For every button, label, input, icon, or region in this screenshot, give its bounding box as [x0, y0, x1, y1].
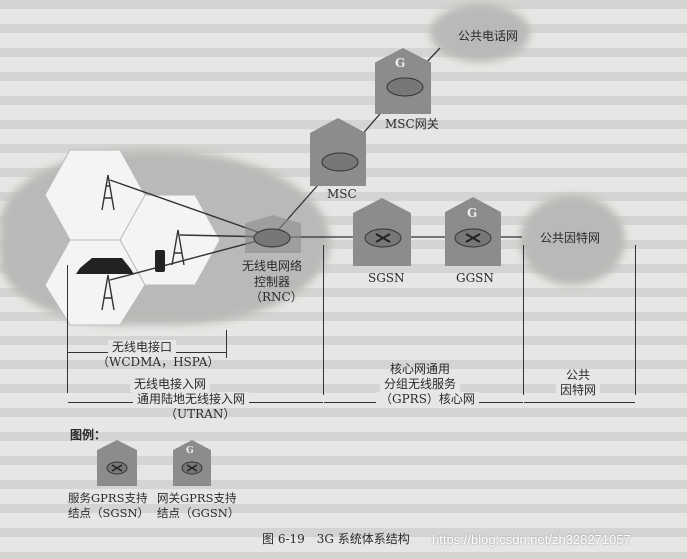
legend-sgsn-2: 结点（SGSN） [68, 506, 150, 520]
boundary-line [635, 245, 636, 395]
rnc-label-1: 无线电网络 [242, 259, 303, 273]
legend-ggsn-1: 网关GPRS支持 [157, 491, 237, 505]
rnc-label-2: 控制器 [254, 275, 291, 289]
legend-sgsn-1: 服务GPRS支持 [68, 491, 148, 505]
boundary-line [523, 245, 524, 395]
pstn-cloud [430, 4, 530, 62]
boundary-line [226, 330, 227, 358]
utran-label-3: （UTRAN） [165, 407, 236, 421]
ggsn-label: GGSN [456, 271, 494, 285]
gateway-badge: G [186, 446, 194, 456]
core-label-2: 分组无线服务 [380, 377, 461, 392]
utran-label-2: 通用陆地无线接入网 [133, 392, 250, 407]
tower-icon [171, 229, 185, 266]
msc-house [310, 118, 366, 186]
boundary-line [323, 245, 324, 395]
pstn-label: 公共电话网 [458, 29, 519, 43]
legend-title: 图例： [70, 428, 107, 442]
router-icon [321, 152, 359, 172]
msc-label: MSC [327, 187, 357, 201]
phone-icon [155, 250, 165, 272]
msc-gateway-label: MSC网关 [385, 117, 439, 131]
internet-label: 公共因特网 [540, 231, 601, 245]
radio-cells [44, 149, 260, 326]
tower-icon [101, 274, 115, 311]
gateway-badge: G [395, 56, 406, 70]
boundary-line [67, 265, 68, 393]
sgsn-label: SGSN [368, 271, 405, 285]
rnc-label-3: （RNC） [250, 290, 303, 304]
public-arrow [524, 402, 635, 403]
core-label-1: 核心网通用 [390, 362, 451, 376]
gateway-badge: G [467, 206, 478, 220]
tower-icon [101, 174, 115, 211]
public-label-2: 因特网 [556, 383, 601, 398]
router-icon [386, 77, 424, 97]
car-icon [76, 258, 134, 274]
router-icon [253, 228, 291, 248]
public-label-1: 公共 [566, 368, 591, 382]
internet-cloud [520, 195, 625, 285]
utran-label-1: 无线电接入网 [130, 377, 211, 392]
legend-ggsn-2: 结点（GGSN） [157, 506, 240, 520]
core-label-3: （GPRS）核心网 [376, 392, 479, 407]
radio-interface-label: 无线电接口 [108, 340, 177, 355]
radio-interface-sub: （WCDMA，HSPA） [97, 355, 220, 369]
watermark: https://blog.csdn.net/zh328271057 [432, 532, 631, 547]
figure-caption: 图 6-19 3G 系统体系结构 [262, 532, 410, 546]
routers [253, 77, 492, 248]
